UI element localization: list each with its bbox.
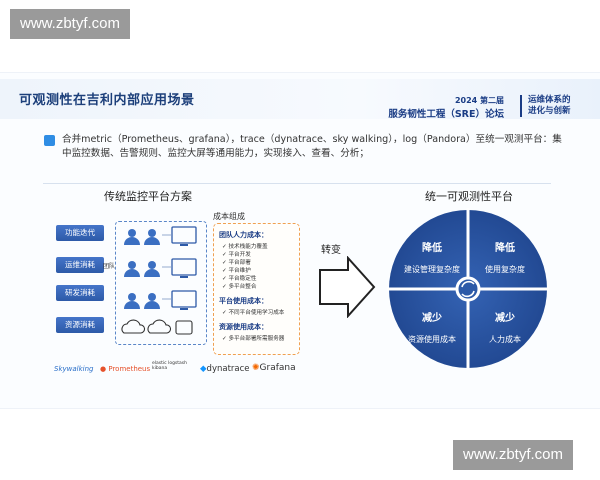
team-platform-icons [124,226,197,310]
bullet-icon [44,135,55,146]
conference-title: 服务韧性工程（SRE）论坛 [388,109,504,120]
quadrant-text: 使用复杂度 [485,265,525,274]
quadrant-head: 减少 [495,313,515,324]
quadrant-resource: 减少 资源使用成本 [397,309,467,345]
quadrant-usage: 降低 使用复杂度 [470,239,540,275]
monitor-icon [171,258,197,276]
quadrant-build-mgmt: 降低 建设管理复杂度 [397,239,467,275]
people-icon [124,293,160,309]
conference-theme: 运维体系的 进化与创新 [520,95,596,117]
change-label: 转变 [321,245,341,256]
quadrant-head: 降低 [422,243,442,254]
unified-platform-circle [387,208,549,370]
prometheus-icon: ● [100,365,107,373]
quadrant-text: 人力成本 [489,335,521,344]
quadrant-text: 资源使用成本 [408,335,456,344]
cost-item: ✓ 平台维护 [222,268,251,274]
cost-panel: 团队人力成本： ✓ 技术栈能力覆盖 ✓ 平台开发 ✓ 平台部署 ✓ 平台维护 ✓… [213,223,300,355]
skywalking-logo: Skywalking [54,365,94,373]
cost-item: ✓ 平台稳定性 [222,276,257,282]
usage-cost-header: 平台使用成本： [219,297,268,305]
cost-item: ✓ 平台开发 [222,252,251,258]
label-ops-cost: 运维消耗 [56,257,104,273]
cost-item: ✓ 不同平台使用学习成本 [222,310,285,316]
watermark-bottom: www.zbtyf.com [453,440,574,470]
watermark-top: www.zbtyf.com [10,9,131,39]
theme-line-2: 进化与创新 [528,106,571,116]
slide: 可观测性在吉利内部应用场景 2024 第二届 服务韧性工程（SRE）论坛 运维体… [0,72,600,409]
people-icon [124,261,160,277]
quadrant-head: 降低 [495,243,515,254]
server-icon [175,320,193,335]
cost-title: 成本组成 [213,212,245,221]
grafana-logo: ✺Grafana [252,363,296,373]
team-cost-header: 团队人力成本： [219,231,268,239]
prometheus-logo: ● Prometheus [100,365,151,373]
server-icons [121,319,193,335]
left-title: 传统监控平台方案 [104,190,192,203]
dynatrace-logo: ◆dynatrace [200,364,250,374]
quadrant-text: 建设管理复杂度 [404,265,460,274]
grafana-icon: ✺ [252,363,260,373]
label-feature-iteration: 功能迭代 [56,225,104,241]
label-dev-cost: 研发消耗 [56,285,104,301]
cost-item: ✓ 多平台部署所需服务器 [222,336,285,342]
slide-title: 可观测性在吉利内部应用场景 [19,93,195,108]
quadrant-head: 减少 [422,313,442,324]
cost-item: ✓ 平台部署 [222,260,251,266]
people-icon [124,229,160,245]
cost-item: ✓ 多平台整合 [222,284,257,290]
arrow-right-icon [319,256,376,318]
monitor-icon [171,290,197,308]
conference-year: 2024 第二届 [454,96,504,105]
resource-cost-header: 资源使用成本： [219,323,268,331]
label-resource-cost: 资源消耗 [56,317,104,333]
team-label: 团队 [103,263,116,270]
dynatrace-icon: ◆ [200,364,207,374]
platform-group [115,221,207,345]
quadrant-labor: 减少 人力成本 [470,309,540,345]
body-text: 合并metric（Prometheus、grafana），trace（dynat… [62,134,562,159]
cloud-icon [147,319,172,334]
right-title: 统一可观测性平台 [425,190,513,203]
divider [43,183,551,184]
monitor-icon [171,226,197,244]
theme-line-1: 运维体系的 [528,95,571,105]
cloud-icon [121,319,146,334]
title-bar [0,79,600,119]
cost-item: ✓ 技术栈能力覆盖 [222,244,268,250]
conference-name: 2024 第二届 服务韧性工程（SRE）论坛 [388,95,504,120]
